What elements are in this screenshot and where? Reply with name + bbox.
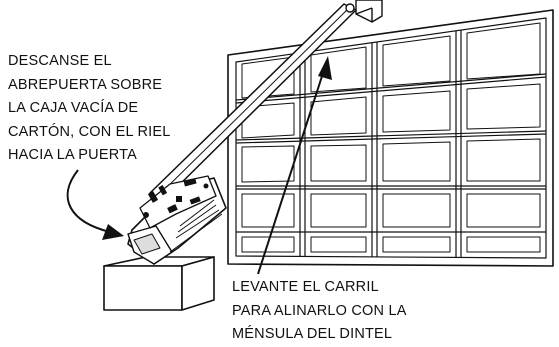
opener-light-lens (133, 233, 161, 255)
garage-door (227, 9, 554, 267)
arrow-lift-rail-head (318, 56, 332, 80)
header-bracket (355, 0, 383, 23)
callout-line: HACIA LA PUERTA (8, 147, 137, 163)
door-mullions (299, 30, 462, 258)
cardboard-box (103, 256, 215, 311)
door-section-seams (235, 73, 547, 233)
door-panels (241, 22, 541, 253)
opener-details (143, 178, 209, 218)
opener-vents (169, 199, 223, 253)
callout-line: LA CAJA VACÍA DE (8, 100, 139, 116)
box-front (103, 265, 183, 311)
garage-door-inner-frame (235, 17, 547, 259)
arrow-to-box (66, 169, 111, 233)
callout-line: CARTÓN, CON EL RIEL (8, 123, 171, 140)
garage-door-frame (227, 9, 554, 267)
callout-line: DESCANSE EL (8, 53, 112, 69)
garage-door-opener (127, 175, 227, 265)
callout-lift-rail: LEVANTE EL CARRIL PARA ALINARLO CON LA M… (232, 276, 407, 347)
callout-line: ABREPUERTA SOBRE (8, 76, 163, 93)
callout-arrows (66, 56, 332, 275)
opener-rail (149, 3, 357, 202)
rail-end-pin (345, 3, 355, 13)
callout-line: PARA ALINARLO CON LA (232, 302, 407, 319)
arrow-to-box-head (102, 224, 124, 240)
arrow-lift-rail (257, 69, 325, 275)
box-side (181, 256, 215, 311)
callout-line: MÉNSULA DEL DINTEL (232, 326, 393, 342)
callout-rest-on-box: DESCANSE EL ABREPUERTA SOBRE LA CAJA VAC… (8, 50, 171, 168)
callout-line: LEVANTE EL CARRIL (232, 279, 379, 295)
